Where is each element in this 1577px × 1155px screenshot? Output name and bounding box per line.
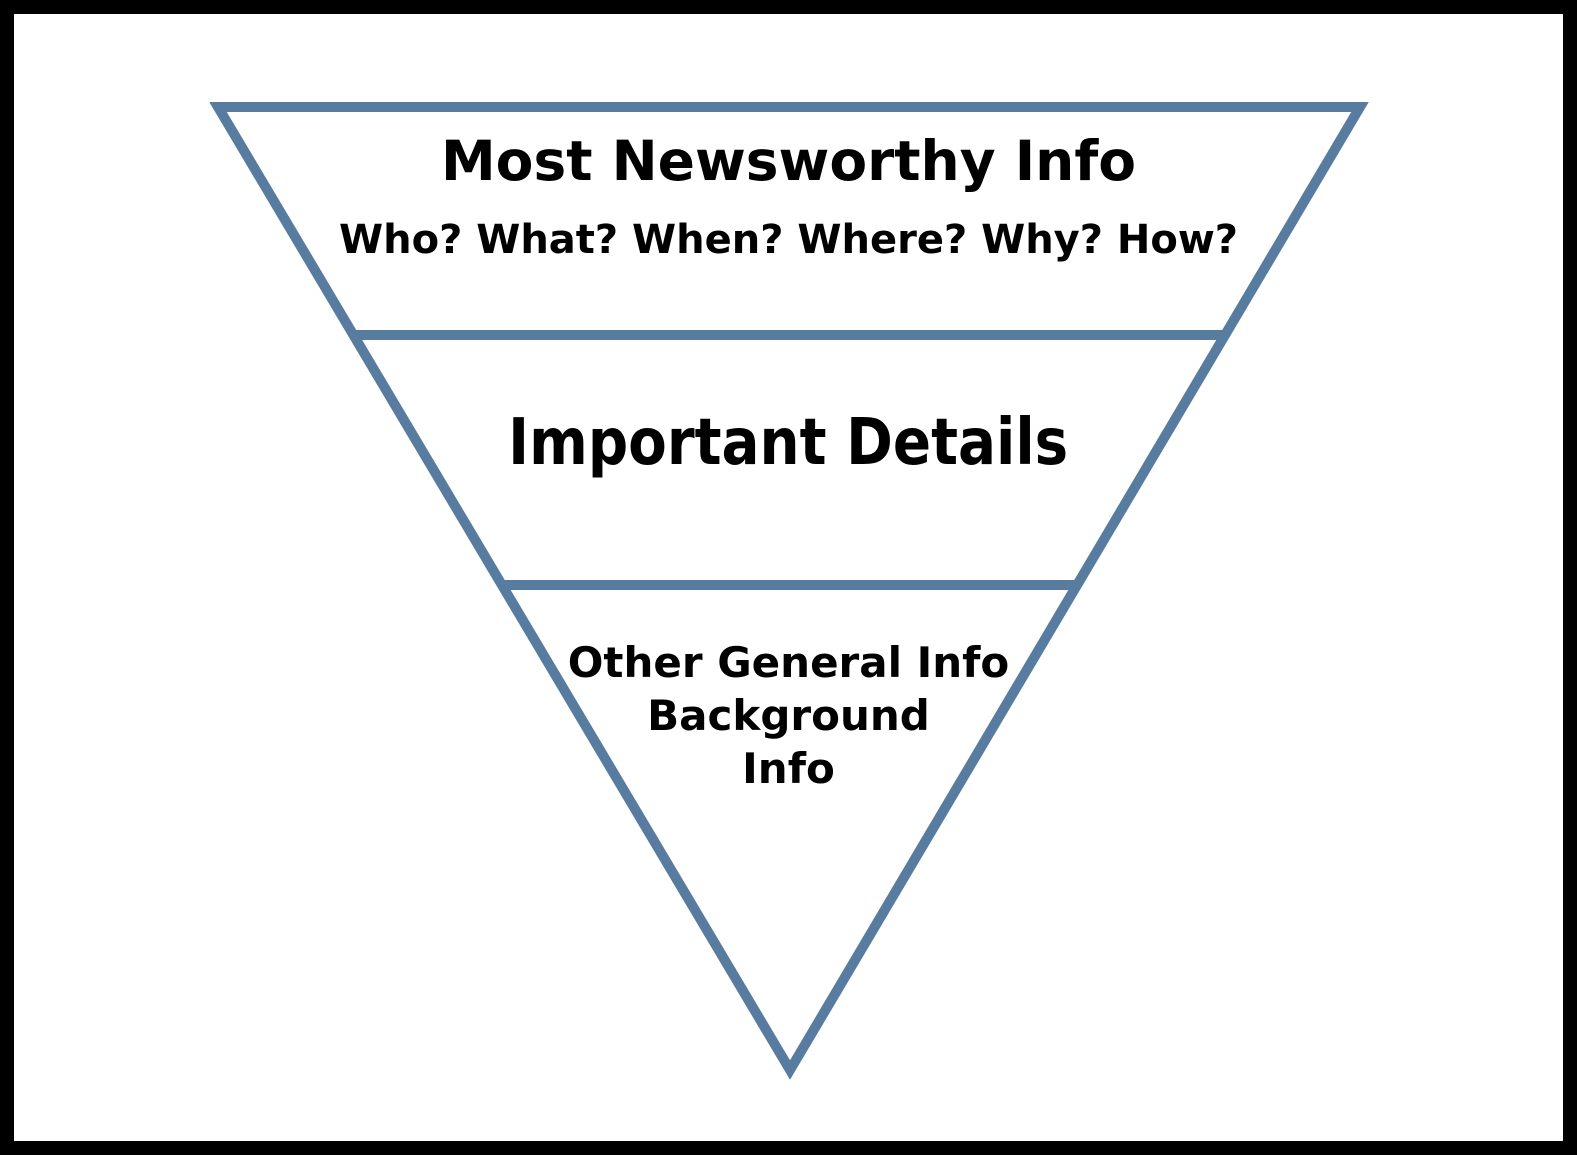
middle-section-heading-text: Important Details <box>508 406 1069 480</box>
bottom-section-line: Info <box>742 744 835 793</box>
bottom-section-text: Other General Info Background Info <box>0 636 1577 795</box>
bottom-section-line: Other General Info <box>567 638 1010 687</box>
top-section-heading: Most Newsworthy Info <box>440 129 1137 193</box>
top-section-subheading: Who? What? When? Where? Why? How? <box>338 217 1238 263</box>
middle-section-heading: Important Details <box>0 411 1577 475</box>
bottom-section-line: Background <box>647 691 930 740</box>
